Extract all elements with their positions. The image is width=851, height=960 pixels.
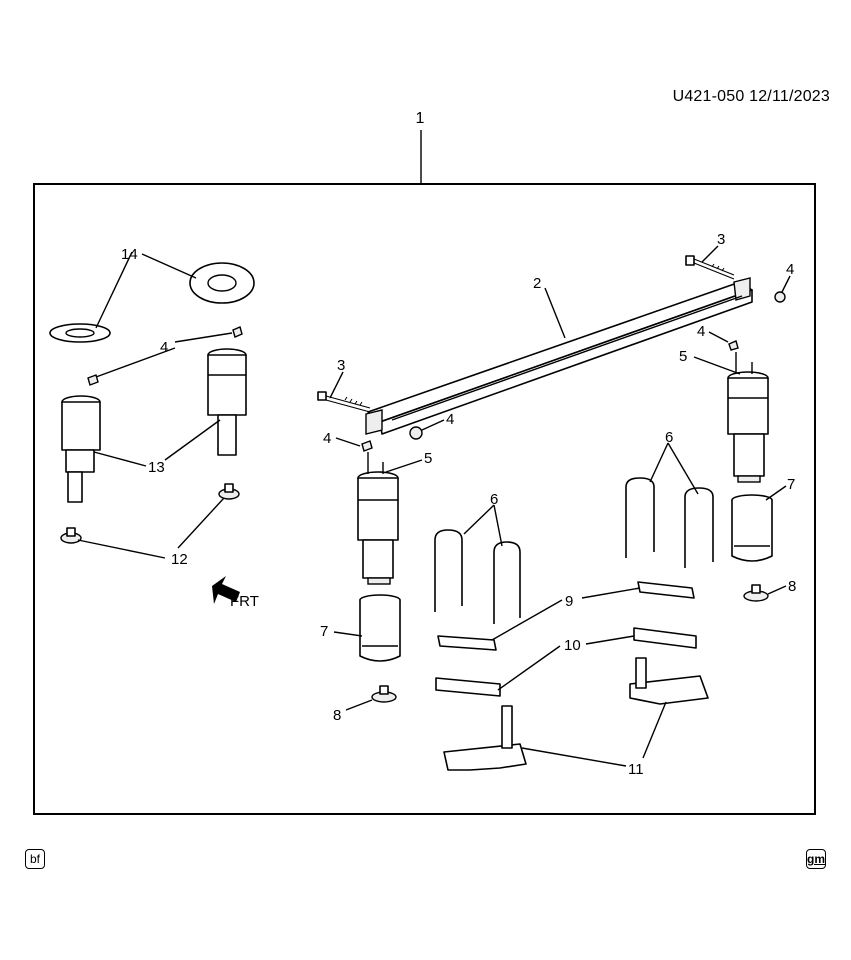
- callout-6-left: 6: [490, 491, 498, 508]
- part-air-spring-left-group: [61, 348, 247, 503]
- footer-badge-bf: bf: [25, 849, 45, 869]
- callout-9: 9: [565, 593, 573, 610]
- callout-5-right: 5: [679, 348, 687, 365]
- part-nut-group: [87, 291, 786, 452]
- part-air-spring-center: [357, 452, 399, 585]
- part-jounce-bumper-right: [731, 494, 773, 562]
- part-shim-group: [49, 262, 255, 343]
- part-bracket-11-group: [443, 657, 709, 771]
- callout-4-right: 4: [786, 261, 794, 278]
- part-crossmember: [365, 277, 753, 435]
- part-u-bolt-set: [434, 477, 714, 624]
- part-bolt-left: [317, 391, 371, 413]
- callout-7-center: 7: [320, 623, 328, 640]
- callout-assembly: 1: [415, 110, 425, 127]
- callout-4-upper-right: 4: [697, 323, 705, 340]
- footer-badge-gm-logo: gm: [806, 849, 826, 869]
- part-jounce-bumper-center: [359, 594, 401, 662]
- callout-3-right: 3: [717, 231, 725, 248]
- callout-labels: 2 3 3 4 4 4 4 5 5 6 6 7 7 8 8 9 10 11 12…: [121, 231, 796, 778]
- part-lower-mount-group: [371, 584, 769, 703]
- callout-5-center: 5: [424, 450, 432, 467]
- front-arrow-label: FRT: [230, 593, 259, 610]
- callout-4-left: 4: [160, 339, 168, 356]
- leader-lines: [77, 245, 791, 767]
- callout-6-right: 6: [665, 429, 673, 446]
- callout-14: 14: [121, 246, 138, 263]
- callout-2: 2: [533, 275, 541, 292]
- part-air-spring-right: [727, 352, 769, 483]
- callout-10: 10: [564, 637, 581, 654]
- front-direction-arrow: FRT: [212, 576, 259, 610]
- callout-13: 13: [148, 459, 165, 476]
- part-spacer-10-group: [435, 627, 697, 697]
- callout-7-right: 7: [787, 476, 795, 493]
- callout-8-right: 8: [788, 578, 796, 595]
- part-bracket-9-group: [437, 581, 695, 651]
- callout-4-crossmember: 4: [446, 411, 454, 428]
- callout-8-center: 8: [333, 707, 341, 724]
- callout-12: 12: [171, 551, 188, 568]
- callout-4-center: 4: [323, 430, 331, 447]
- diagram-frame: [33, 183, 816, 815]
- part-lower-mount-left-group: [60, 483, 240, 544]
- callout-3-left: 3: [337, 357, 345, 374]
- document-id: U421-050 12/11/2023: [672, 88, 830, 105]
- callout-11: 11: [628, 761, 644, 778]
- part-bolt-right: [685, 255, 735, 280]
